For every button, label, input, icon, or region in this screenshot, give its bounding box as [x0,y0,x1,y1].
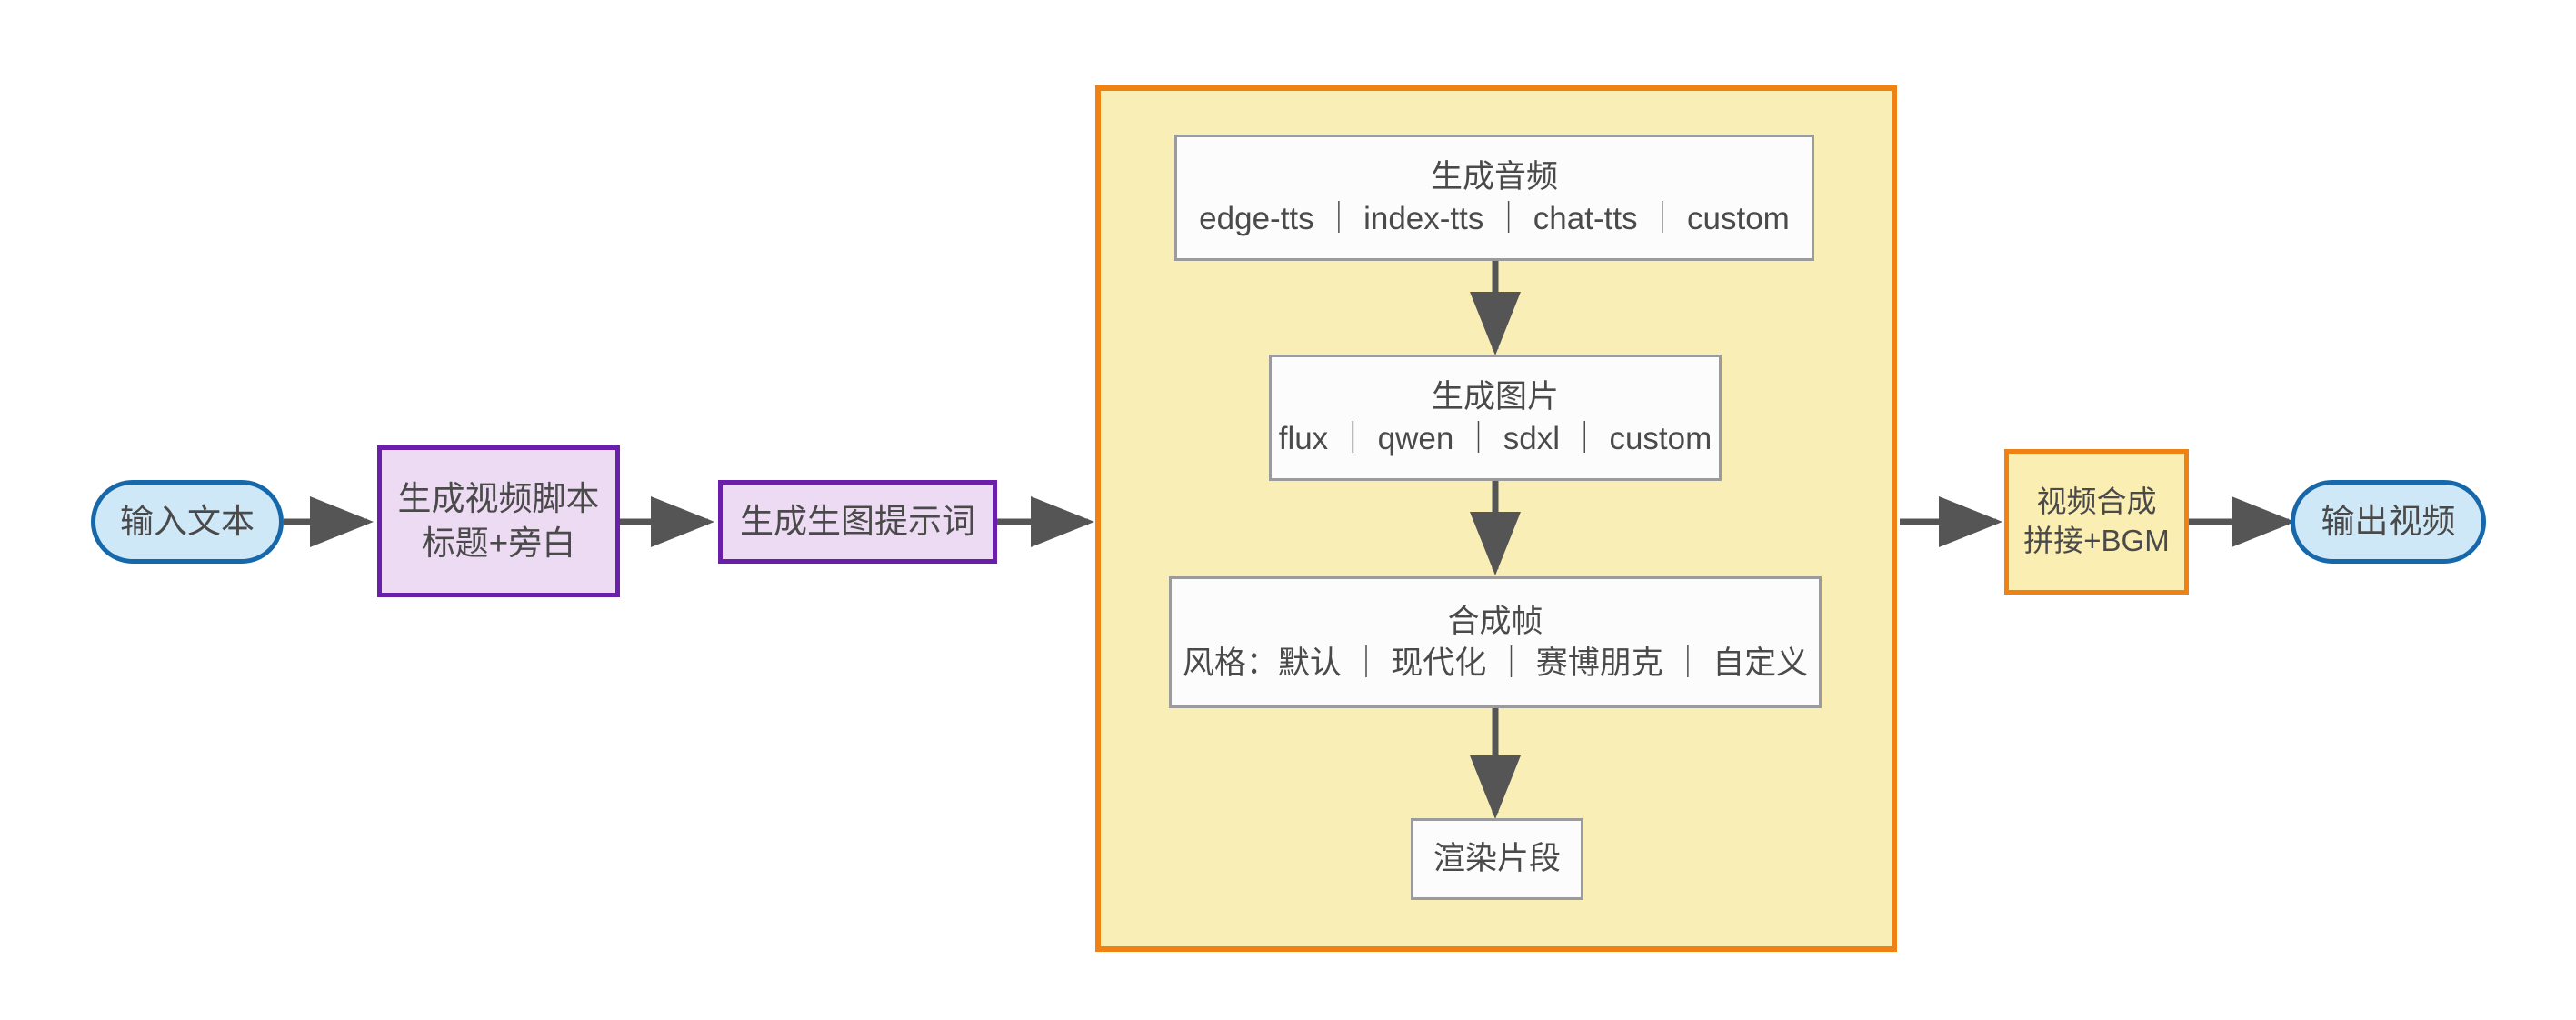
node-compose-frame[interactable]: 合成帧 风格：默认 ｜ 现代化 ｜ 赛博朋克 ｜ 自定义 [1169,576,1822,708]
node-compose-frame-line1: 合成帧 [1447,604,1543,639]
node-input-text[interactable]: 输入文本 [91,480,284,564]
node-generate-audio[interactable]: 生成音频 edge-tts ｜ index-tts ｜ chat-tts ｜ c… [1174,135,1814,261]
node-generate-image-line1: 生成图片 [1431,379,1559,415]
node-generate-script-line2: 标题+旁白 [421,524,576,562]
node-render-segment[interactable]: 渲染片段 [1411,818,1583,900]
node-generate-image-line2: flux ｜ qwen ｜ sdxl ｜ custom [1278,420,1712,456]
node-output-video-label: 输出视频 [2321,502,2456,540]
node-generate-prompt[interactable]: 生成生图提示词 [718,480,997,564]
node-output-video[interactable]: 输出视频 [2291,480,2486,564]
node-generate-audio-line2: edge-tts ｜ index-tts ｜ chat-tts ｜ custom [1199,200,1790,236]
node-generate-script[interactable]: 生成视频脚本 标题+旁白 [377,445,620,597]
node-video-compose-line2: 拼接+BGM [2023,524,2170,557]
node-compose-frame-line2: 风格：默认 ｜ 现代化 ｜ 赛博朋克 ｜ 自定义 [1182,645,1809,681]
node-generate-prompt-label: 生成生图提示词 [740,502,975,540]
node-render-segment-label: 渲染片段 [1433,841,1561,877]
node-video-compose[interactable]: 视频合成 拼接+BGM [2004,449,2189,595]
node-generate-script-line1: 生成视频脚本 [397,480,600,518]
node-video-compose-line1: 视频合成 [2036,485,2157,519]
node-input-text-label: 输入文本 [120,502,255,540]
node-generate-audio-line1: 生成音频 [1430,159,1558,195]
node-generate-image[interactable]: 生成图片 flux ｜ qwen ｜ sdxl ｜ custom [1269,355,1722,481]
